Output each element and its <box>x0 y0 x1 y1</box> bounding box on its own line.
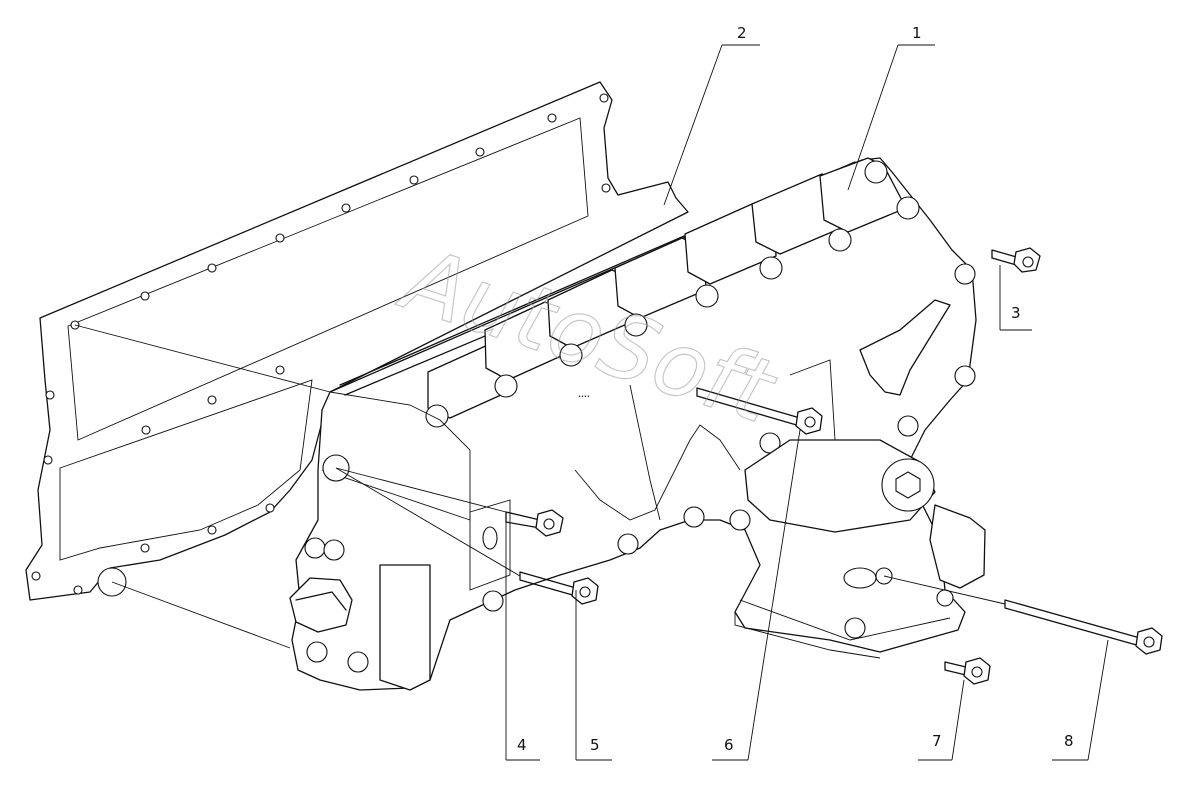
callout-7: 7 <box>932 732 942 750</box>
callout-4: 4 <box>517 736 527 754</box>
bolt-4 <box>505 509 564 537</box>
callout-6: 6 <box>724 736 734 754</box>
callout-8: 8 <box>1064 732 1074 750</box>
svg-text:••••: •••• <box>578 394 590 400</box>
fin-bosses <box>425 160 920 428</box>
callout-3: 3 <box>1011 304 1021 322</box>
oil-cooler-housing: •••• <box>289 157 986 691</box>
bolt-5 <box>519 571 599 605</box>
callout-2: 2 <box>737 24 747 42</box>
bolt-8 <box>1004 599 1163 655</box>
cooler-fins <box>427 157 907 419</box>
callout-5: 5 <box>590 736 600 754</box>
bolt-6 <box>696 387 823 435</box>
leader-lines <box>74 44 1109 761</box>
callout-labels: 1 2 3 4 5 6 7 8 <box>517 24 1074 754</box>
callout-1: 1 <box>912 24 922 42</box>
bolt-3 <box>991 247 1041 273</box>
bolt-7 <box>944 657 991 685</box>
